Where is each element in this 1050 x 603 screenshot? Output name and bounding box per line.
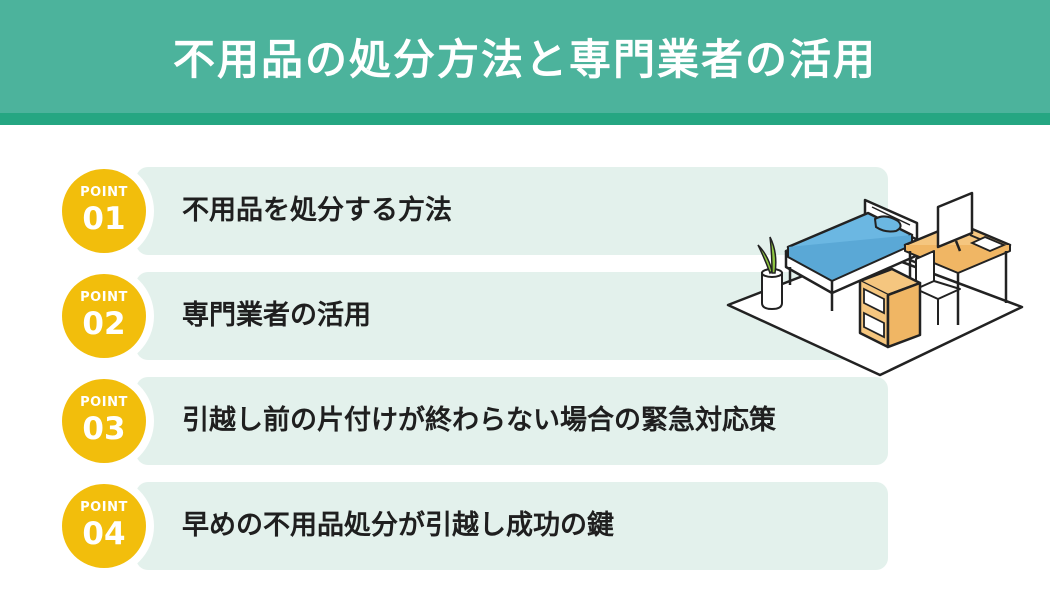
point-row-background — [136, 377, 888, 465]
point-text: 早めの不用品処分が引越し成功の鍵 — [182, 510, 614, 541]
header-stripe — [0, 113, 1050, 125]
point-badge-label: POINT — [80, 290, 128, 305]
point-badge: POINT 02 — [62, 274, 146, 358]
bedroom-illustration-icon — [726, 191, 1024, 377]
shelf-icon — [858, 267, 922, 349]
point-badge-number: 01 — [82, 201, 126, 237]
point-row-04: POINT 04 早めの不用品処分が引越し成功の鍵 — [62, 482, 888, 570]
point-row-background — [136, 167, 888, 255]
point-badge: POINT 01 — [62, 169, 146, 253]
point-row-01: POINT 01 不用品を処分する方法 — [62, 167, 888, 255]
point-badge-number: 02 — [82, 306, 126, 342]
desk-icon — [903, 191, 1012, 325]
header-bar — [0, 0, 1050, 113]
point-badge: POINT 03 — [62, 379, 146, 463]
point-badge-label: POINT — [80, 185, 128, 200]
point-badge: POINT 04 — [62, 484, 146, 568]
point-text: 専門業者の活用 — [182, 300, 371, 331]
point-row-background — [136, 482, 888, 570]
point-badge-number: 04 — [82, 516, 126, 552]
plant-icon — [757, 236, 783, 311]
point-row-03: POINT 03 引越し前の片付けが終わらない場合の緊急対応策 — [62, 377, 888, 465]
point-text: 不用品を処分する方法 — [182, 195, 452, 226]
point-badge-label: POINT — [80, 395, 128, 410]
point-badge-label: POINT — [80, 500, 128, 515]
bed-icon — [784, 198, 920, 311]
page-title: 不用品の処分方法と専門業者の活用 — [172, 35, 877, 84]
point-badge-number: 03 — [82, 411, 126, 447]
point-text: 引越し前の片付けが終わらない場合の緊急対応策 — [182, 405, 776, 436]
